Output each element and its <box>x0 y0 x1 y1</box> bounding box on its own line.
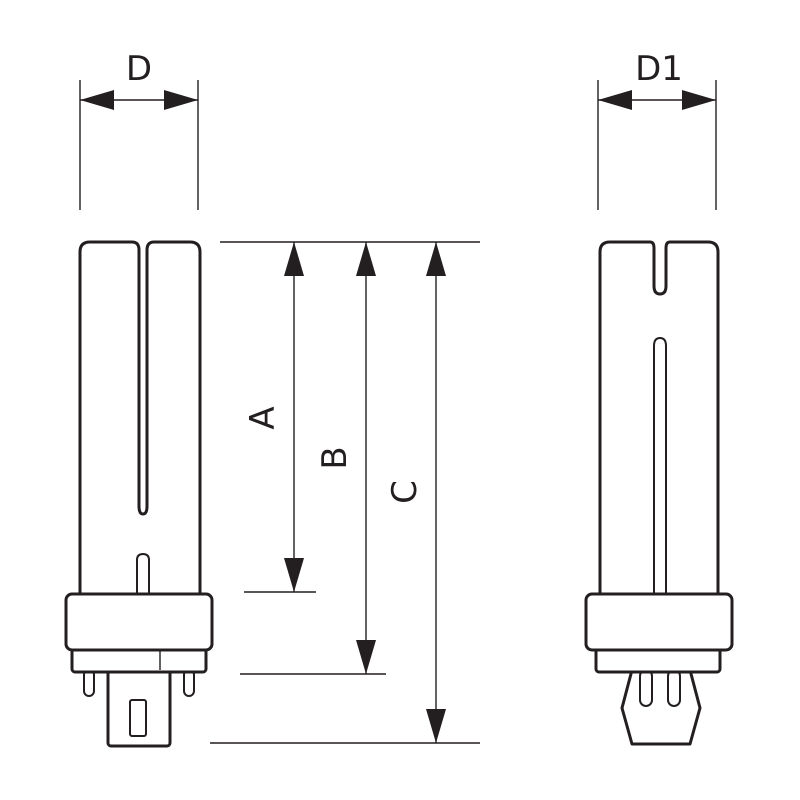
front-base-plate <box>70 646 208 674</box>
side-base-clip <box>620 668 702 746</box>
side-tube-groove <box>653 337 667 600</box>
dim-a-arrow-bottom <box>284 558 304 592</box>
dimension-c: C <box>385 242 446 743</box>
dim-b-label: B <box>315 446 355 469</box>
front-post-window <box>129 699 147 737</box>
side-collar <box>584 592 734 652</box>
side-pin-left <box>639 669 653 707</box>
dim-d1-label: D1 <box>635 49 683 89</box>
dim-c-arrow-bottom <box>426 709 446 743</box>
front-pin-left <box>83 669 95 697</box>
dimension-d1: D1 <box>597 49 717 210</box>
front-tube <box>78 240 202 602</box>
dim-d1-arrow-right <box>682 90 716 110</box>
dim-b-arrow-bottom <box>356 640 376 674</box>
front-view-lamp <box>64 240 214 748</box>
front-tube-bridge-slot <box>136 553 150 600</box>
dim-c-arrow-top <box>426 242 446 276</box>
front-collar <box>64 592 214 652</box>
dim-d-arrow-left <box>80 90 114 110</box>
front-pin-right <box>183 669 195 697</box>
dimension-d: D <box>79 49 199 210</box>
dim-a-label: A <box>243 406 283 429</box>
dim-b-arrow-top <box>356 242 376 276</box>
dimension-a: A <box>243 242 304 592</box>
dim-d1-arrow-left <box>598 90 632 110</box>
dim-a-arrow-top <box>284 242 304 276</box>
dim-d-arrow-right <box>164 90 198 110</box>
dim-c-label: C <box>385 480 425 504</box>
dimension-b: B <box>315 242 376 674</box>
side-view-lamp <box>584 240 734 746</box>
dim-d-label: D <box>126 49 152 89</box>
side-pin-right <box>667 669 681 707</box>
